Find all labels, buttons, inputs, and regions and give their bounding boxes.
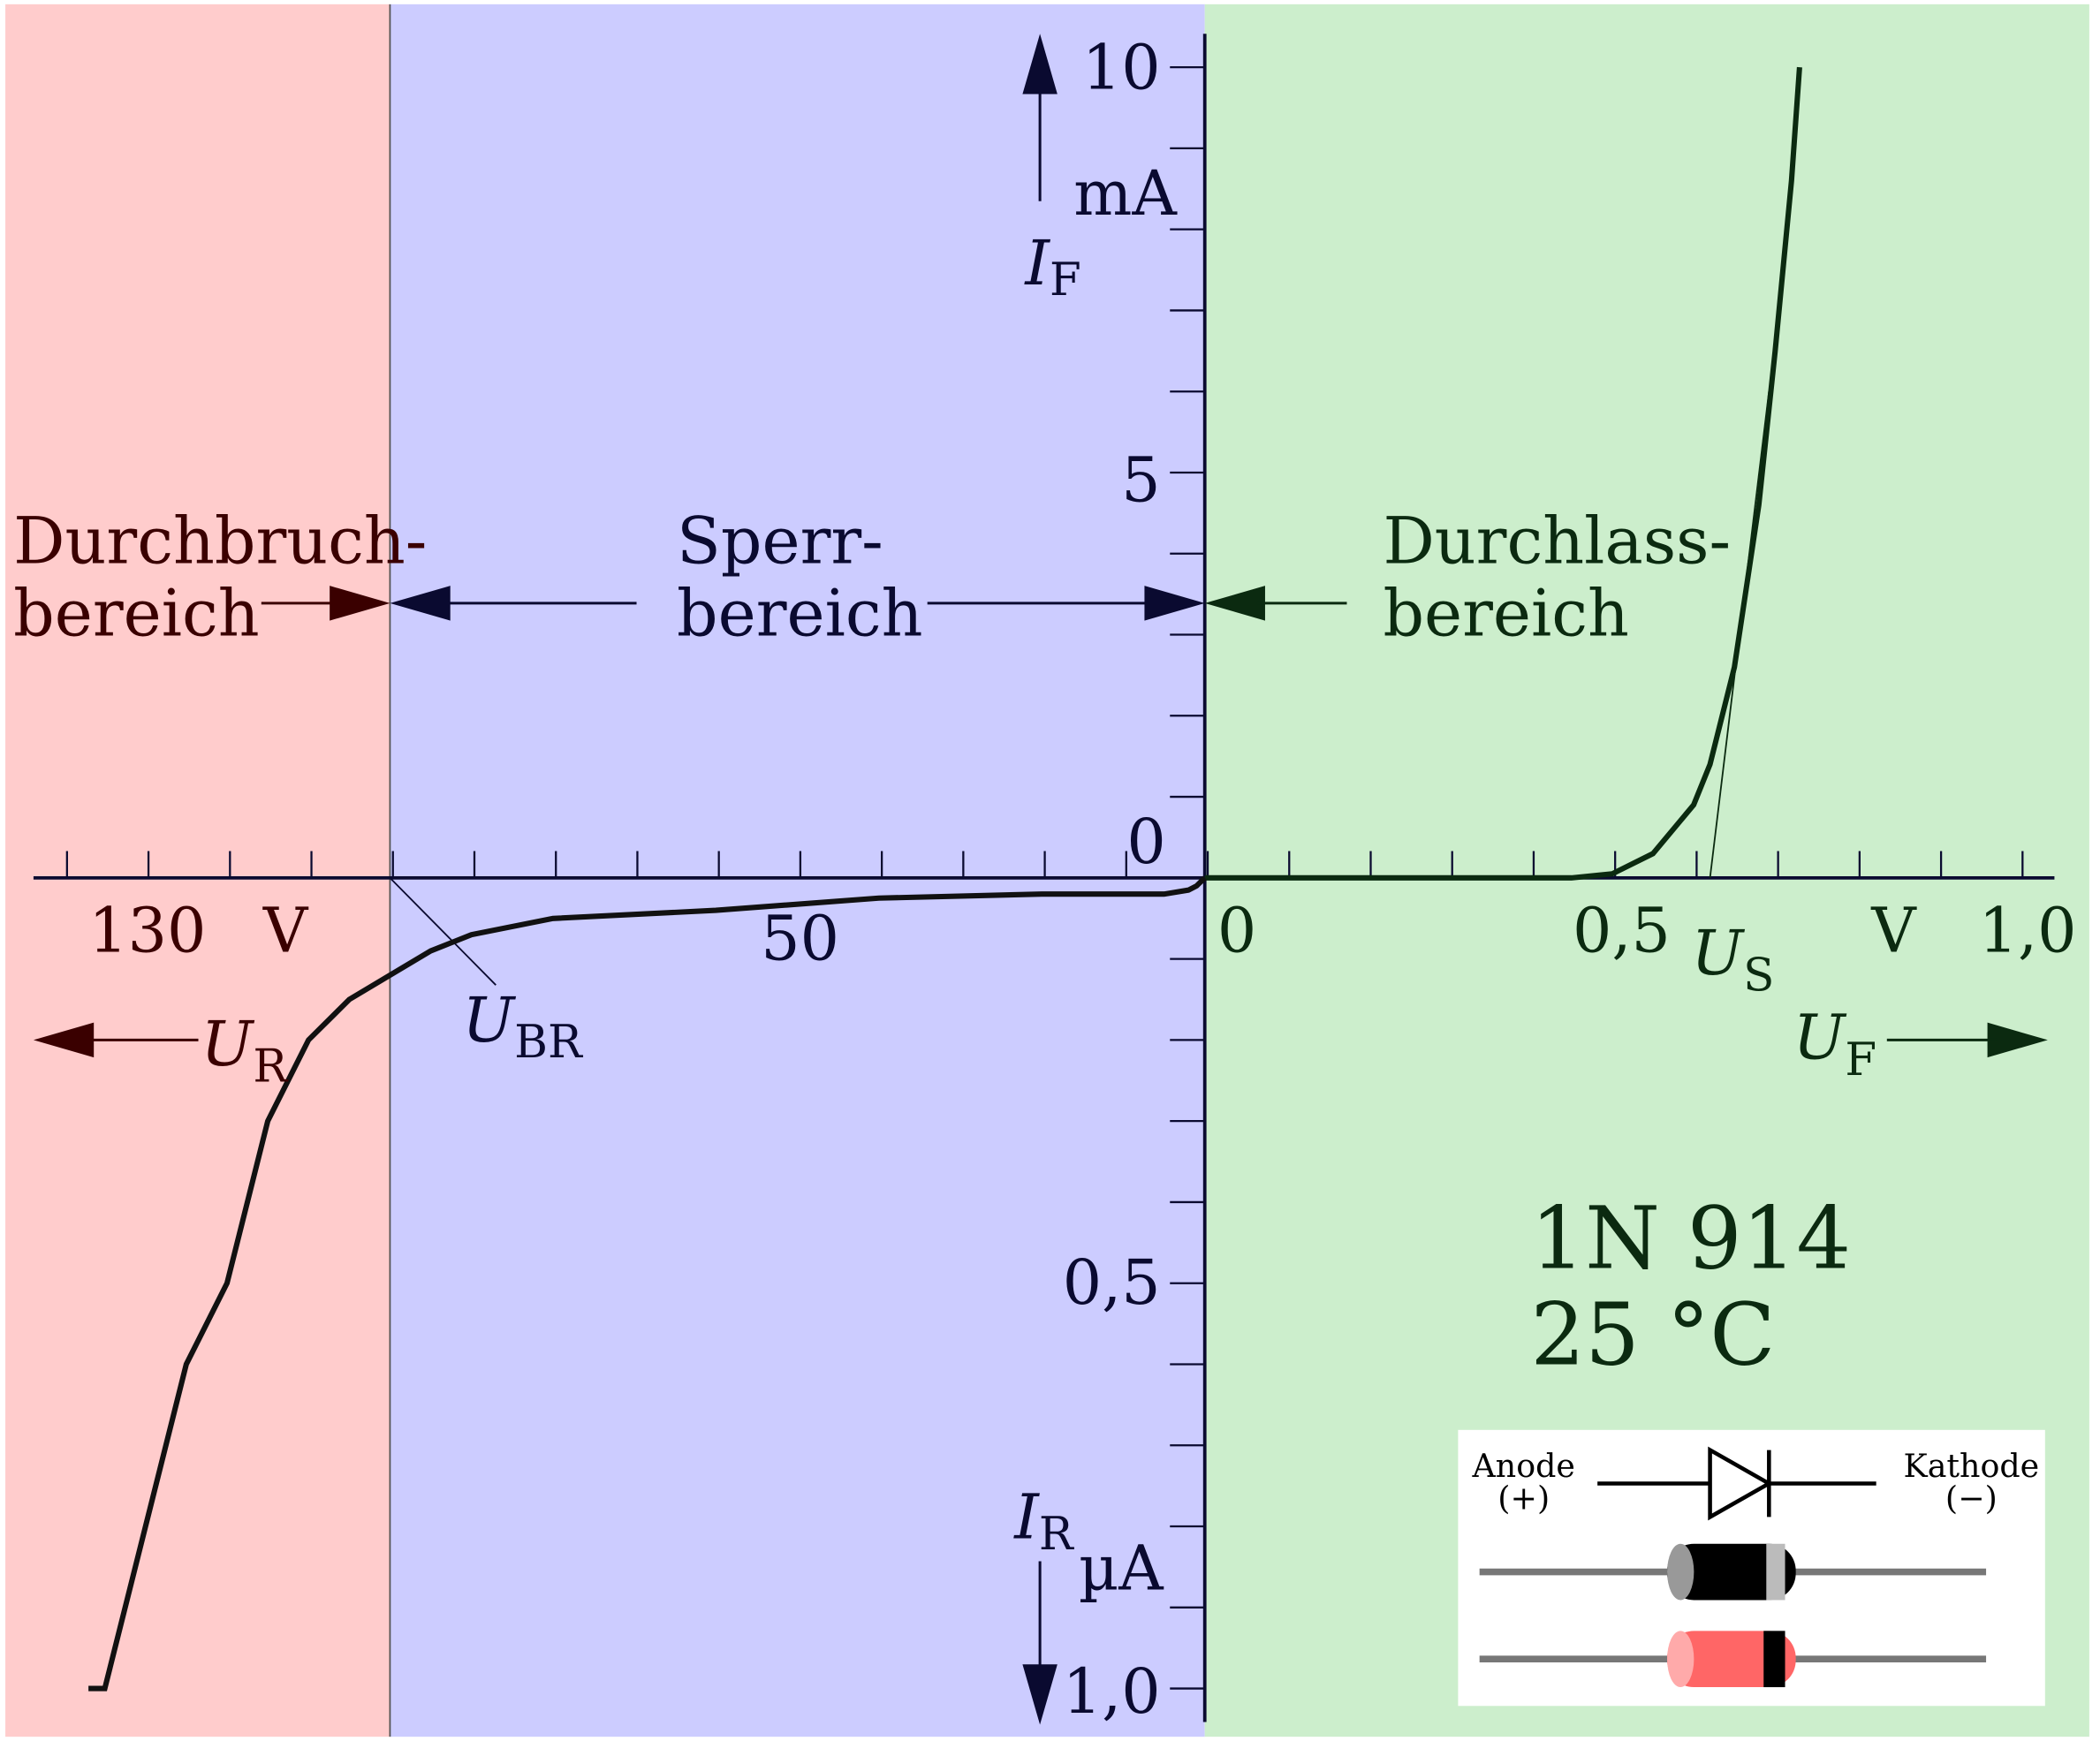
ir-axis-label: IR xyxy=(1012,1482,1075,1561)
uf-axis-arrow xyxy=(1987,1022,2048,1058)
breakdown-region-bg xyxy=(5,4,390,1737)
if-unit-label: mA xyxy=(1073,158,1178,230)
ur-tick-50: 50 xyxy=(761,903,839,974)
ubr-label: UBR xyxy=(462,985,584,1069)
red-diode-component-icon xyxy=(1479,1631,1987,1688)
reverse-arrow-right xyxy=(1144,586,1205,621)
reverse-label-1: Sperr- xyxy=(677,503,883,579)
ubr-sub: BR xyxy=(514,1016,584,1069)
ur-symbol: U xyxy=(201,1009,255,1080)
us-sub: S xyxy=(1743,949,1774,1002)
ur-axis-label: UR xyxy=(201,1009,290,1093)
uf-symbol: U xyxy=(1793,1003,1847,1074)
if-sub: F xyxy=(1050,254,1081,307)
ir-tick-10: 1,0 xyxy=(1063,1656,1161,1728)
breakdown-label-2: bereich xyxy=(13,576,260,651)
ubr-symbol: U xyxy=(462,985,516,1056)
ur-unit-label: V xyxy=(262,895,309,966)
forward-label-1: Durchlass- xyxy=(1383,503,1731,579)
anode-label: Anode xyxy=(1471,1447,1574,1485)
cathode-label: Kathode xyxy=(1904,1447,2040,1485)
diode-symbol-icon xyxy=(1597,1446,1876,1521)
if-symbol: I xyxy=(1023,228,1050,299)
if-axis-arrow xyxy=(1022,34,1058,95)
if-tick-5: 5 xyxy=(1121,445,1160,517)
uf-sub: F xyxy=(1845,1033,1876,1086)
us-label: US xyxy=(1691,918,1774,1002)
reverse-arrow-left xyxy=(390,586,451,621)
uf-unit-label: V xyxy=(1870,895,1917,966)
breakdown-label-1: Durchbruch- xyxy=(13,503,427,579)
uf-tick-05: 0,5 xyxy=(1573,895,1671,966)
if-axis-label: IF xyxy=(1023,228,1080,307)
diode-legend: Anode (+) Kathode (−) xyxy=(1458,1429,2045,1707)
reverse-label-2: bereich xyxy=(677,576,923,651)
anode-sign: (+) xyxy=(1497,1479,1550,1517)
ir-unit-label: µA xyxy=(1079,1533,1164,1604)
uf-tick-10: 1,0 xyxy=(1979,895,2077,966)
forward-arrow xyxy=(1204,586,1265,621)
ur-sub: R xyxy=(253,1040,289,1093)
ir-symbol: I xyxy=(1012,1482,1040,1554)
ubr-tangent-line xyxy=(389,877,497,986)
forward-label-2: bereich xyxy=(1383,576,1629,651)
us-symbol: U xyxy=(1691,918,1745,989)
uf-axis-label: UF xyxy=(1793,1003,1877,1086)
ur-tick-130: 130 xyxy=(88,895,206,966)
device-temperature: 25 °C xyxy=(1530,1284,1775,1384)
breakdown-arrow xyxy=(330,586,390,621)
if-tick-10: 10 xyxy=(1082,32,1161,103)
reverse-region-bg xyxy=(390,4,1205,1737)
axis-ticks xyxy=(65,65,2024,1690)
reverse-curve xyxy=(88,875,1207,1692)
ir-sub: R xyxy=(1039,1508,1075,1561)
device-name: 1N 914 xyxy=(1530,1188,1851,1288)
if-tick-0: 0 xyxy=(1126,806,1165,878)
ir-tick-05: 0,5 xyxy=(1063,1247,1161,1319)
uf-tick-0: 0 xyxy=(1217,895,1256,966)
ir-axis-arrow xyxy=(1022,1664,1058,1725)
cathode-sign: (−) xyxy=(1945,1479,1998,1517)
black-diode-component-icon xyxy=(1479,1543,1987,1601)
forward-curve xyxy=(1204,66,1802,881)
ur-axis-arrow xyxy=(33,1022,95,1058)
